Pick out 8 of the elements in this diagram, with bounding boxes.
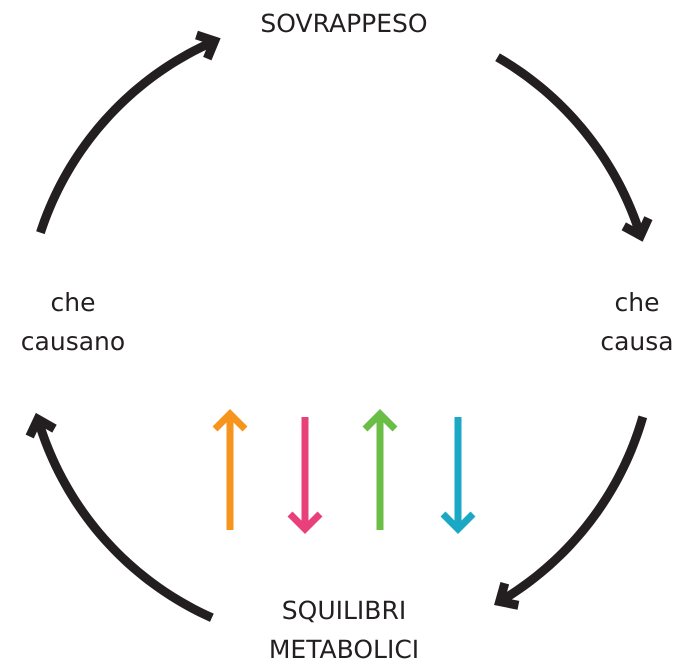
arrow bbox=[25, 414, 214, 622]
arrow bbox=[495, 416, 648, 610]
arrow bbox=[495, 53, 653, 240]
node-label: che causa bbox=[599, 287, 675, 358]
node-label: SQUILIBRI METABOLICI bbox=[268, 595, 420, 666]
node-label: che causano bbox=[20, 287, 126, 358]
arrow bbox=[36, 30, 220, 234]
node-label: SOVRAPPESO bbox=[260, 8, 428, 40]
